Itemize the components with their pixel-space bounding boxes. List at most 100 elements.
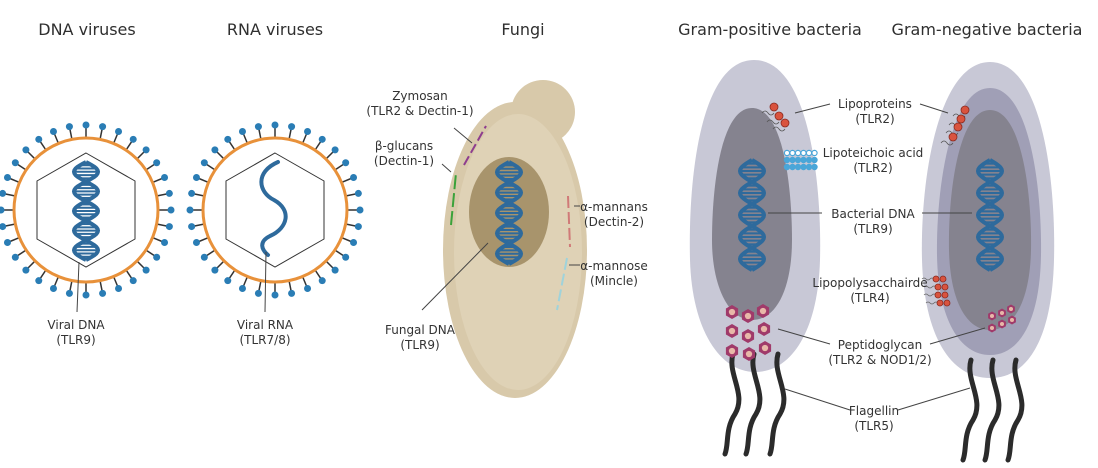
spike-head [304, 127, 312, 135]
lta-bead [805, 163, 813, 171]
lta-bead [794, 163, 802, 171]
label-beta-glucans: β-glucans(Dectin-1) [374, 139, 434, 168]
lps-sugar [934, 283, 942, 291]
bacterial-dna-helix [737, 158, 767, 272]
lta-bead [783, 149, 791, 157]
spike-stalk [206, 249, 216, 257]
dna-strand [494, 160, 524, 266]
label-line: (TLR9) [400, 338, 439, 352]
spike-stalk [301, 133, 308, 144]
spike-head [99, 123, 107, 131]
spike-head [0, 223, 7, 231]
gram-positive-bacterium [689, 60, 821, 457]
spike-stalk [258, 129, 262, 140]
lta-bead [811, 156, 818, 164]
lta-bead [794, 149, 802, 157]
label-line: Bacterial DNA [831, 207, 915, 221]
dna-virus [0, 121, 175, 313]
peptidoglycan-core [989, 313, 995, 319]
label-lipoteichoic-acid: Lipoteichoic acid(TLR2) [823, 146, 924, 175]
spike-stalk [156, 223, 167, 227]
spike-head [161, 173, 169, 181]
lta-bead [789, 163, 796, 171]
dna-strand [737, 158, 767, 272]
lps-chain [921, 277, 935, 281]
label-zymosan: Zymosan(TLR2 & Dectin-1) [366, 89, 473, 118]
spike-stalk [53, 276, 60, 287]
peptidoglycan-core [744, 332, 752, 340]
lipoprotein-head [948, 132, 958, 142]
label-line: Fungal DNA [385, 323, 456, 337]
lipoteichoic-acid [783, 149, 818, 171]
label-alpha-mannans: α-mannans(Dectin-2) [580, 200, 648, 229]
peptidoglycan-core [760, 325, 768, 333]
spike-head [288, 289, 296, 297]
spike-head [0, 189, 7, 197]
lipopolysaccharide [921, 275, 951, 307]
spike-head [200, 253, 208, 261]
lta-bead [811, 149, 818, 157]
spike-head [356, 206, 364, 214]
spike-head [331, 266, 339, 274]
spike-stalk [9, 236, 20, 243]
spike-stalk [301, 276, 308, 287]
fungal-dna-helix [494, 160, 524, 266]
label-line: Peptidoglycan [838, 338, 922, 352]
spike-stalk [39, 141, 47, 151]
lps-sugar [934, 291, 942, 299]
peptidoglycan-dots [988, 304, 1016, 333]
spike-head [99, 289, 107, 297]
title-gram-negative: Gram-negative bacteria [892, 20, 1083, 39]
lta-bead [783, 163, 791, 171]
peptidoglycan-hexagons [725, 304, 772, 361]
lipoprotein-head [956, 114, 966, 124]
lps-sugar [941, 283, 949, 291]
peptidoglycan-core [1009, 317, 1015, 323]
spike-head [238, 127, 246, 135]
spike-stalk [112, 133, 119, 144]
label-lipoproteins: Lipoproteins(TLR2) [838, 97, 912, 126]
spike-stalk [325, 260, 334, 269]
lta-bead [805, 149, 813, 157]
spike-head [350, 173, 358, 181]
spike-stalk [288, 129, 292, 140]
title-dna-viruses: DNA viruses [38, 20, 135, 39]
spike-head [238, 285, 246, 293]
spike-stalk [5, 193, 16, 197]
spike-stalk [145, 249, 155, 257]
spike-head [165, 223, 173, 231]
spike-stalk [228, 269, 236, 279]
dna-strand [71, 160, 101, 262]
spike-head [22, 266, 30, 274]
label-line: α-mannans [580, 200, 648, 214]
dna-strand [494, 160, 524, 266]
lps-chain [925, 301, 939, 305]
spike-head [115, 127, 123, 135]
peptidoglycan-core [744, 312, 752, 320]
label-peptidoglycan: Peptidoglycan(TLR2 & NOD1/2) [828, 338, 931, 367]
dna-strand [71, 160, 101, 262]
spike-head [35, 135, 43, 143]
spike-stalk [39, 269, 47, 279]
lipid-tail [761, 110, 775, 116]
label-flagellin: Flagellin(TLR5) [849, 404, 899, 433]
spike-stalk [314, 141, 322, 151]
spike-stalk [258, 280, 262, 291]
peptidoglycan-core [728, 308, 736, 316]
spike-head [318, 277, 326, 285]
lipoprotein-head [769, 102, 779, 112]
spike-stalk [69, 280, 73, 291]
lta-bead [800, 149, 807, 157]
spike-head [354, 223, 362, 231]
spike-stalk [242, 276, 249, 287]
spike-stalk [325, 151, 334, 160]
spike-head [224, 135, 232, 143]
title-rna-viruses: RNA viruses [227, 20, 323, 39]
bacteria-leader-lines [768, 103, 986, 411]
lipoprotein-head [953, 122, 963, 132]
flagellum [960, 357, 980, 463]
spike-stalk [17, 163, 27, 171]
lps-sugar [941, 291, 949, 299]
spike-head [188, 223, 196, 231]
